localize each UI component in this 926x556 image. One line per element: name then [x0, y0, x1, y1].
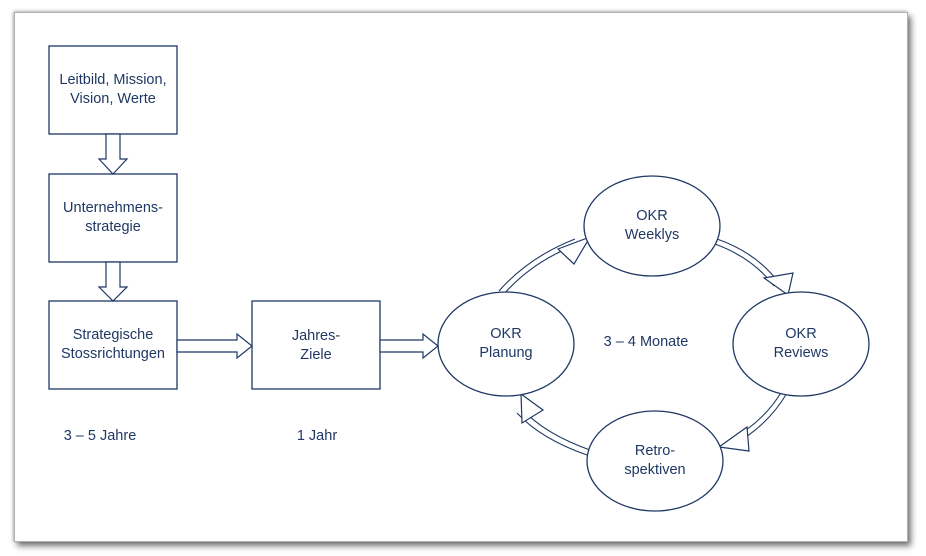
ellipse-okr-planung	[437, 291, 575, 397]
label-reviews-line1: OKR	[785, 326, 817, 342]
arrowhead-weeklys	[556, 235, 592, 265]
label-strategie-line2: strategie	[85, 219, 141, 235]
box-unternehmensstrategie	[48, 173, 178, 263]
ellipse-okr-weeklys	[583, 175, 721, 277]
label-planung-line2: Planung	[479, 345, 533, 361]
arrow-down-2	[97, 261, 129, 302]
box-jahresziele	[251, 300, 381, 390]
label-jahresziele-line2: Ziele	[300, 347, 332, 363]
cycle-duration-text: 3 – 4 Monate	[603, 333, 689, 350]
arrowhead-retro	[717, 425, 750, 452]
label-okr-reviews: OKR Reviews	[741, 314, 861, 374]
label-retro-line1: Retro-	[634, 443, 676, 459]
okr-process-diagram	[48, 45, 870, 512]
label-weeklys-line1: OKR	[636, 208, 668, 224]
label-jahresziele: Jahres- Ziele	[252, 301, 380, 389]
label-strategie-line1: Unternehmens-	[63, 200, 163, 216]
label-retrospektiven: Retro- spektiven	[595, 431, 715, 491]
label-leitbild-line2: Vision, Werte	[70, 91, 156, 107]
strategy-horizon-text: 3 – 5 Jahre	[63, 427, 137, 444]
ellipse-okr-reviews	[732, 291, 870, 397]
label-okr-planung: OKR Planung	[446, 314, 566, 374]
arrowhead-planung	[520, 392, 545, 425]
goals-horizon-text: 1 Jahr	[296, 427, 338, 444]
label-reviews-line2: Reviews	[773, 345, 829, 361]
label-okr-weeklys: OKR Weeklys	[592, 196, 712, 256]
label-strategy-horizon: 3 – 5 Jahre	[45, 425, 155, 447]
box-leitbild	[48, 45, 178, 135]
arrow-down-1	[97, 133, 129, 175]
arrowhead-reviews	[762, 272, 794, 297]
label-retro-line2: spektiven	[624, 462, 686, 478]
arrow-right-2	[379, 332, 439, 360]
cycle-arc-weeklys-reviews-inner	[714, 243, 775, 287]
cycle-arc-reviews-retro-inner	[727, 390, 783, 442]
ellipse-retrospektiven	[586, 410, 724, 512]
label-weeklys-line2: Weeklys	[624, 227, 680, 243]
label-planung-line1: OKR	[490, 326, 522, 342]
label-stoss-line1: Strategische	[72, 327, 154, 343]
label-cycle-duration: 3 – 4 Monate	[585, 331, 707, 353]
cycle-arc-planung-weeklys	[498, 238, 576, 292]
label-jahresziele-line1: Jahres-	[291, 328, 341, 344]
label-stoss-line2: Stossrichtungen	[61, 346, 165, 362]
label-stossrichtungen: Strategische Stossrichtungen	[49, 301, 177, 389]
arrow-right-1	[176, 332, 253, 360]
label-unternehmensstrategie: Unternehmens- strategie	[49, 174, 177, 262]
label-leitbild-line1: Leitbild, Mission,	[59, 72, 167, 88]
label-goals-horizon: 1 Jahr	[277, 425, 357, 447]
diagram-frame: Leitbild, Mission, Vision, Werte Unterne…	[14, 12, 908, 542]
label-leitbild: Leitbild, Mission, Vision, Werte	[49, 46, 177, 134]
